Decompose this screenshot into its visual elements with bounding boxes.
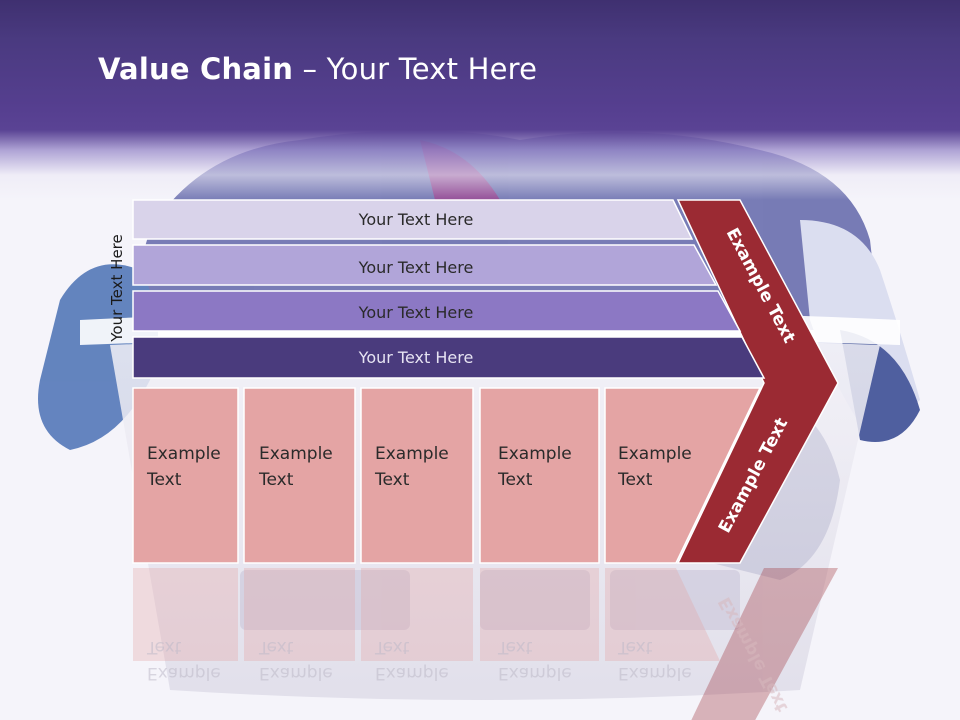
cell-4: Example Text <box>479 387 600 564</box>
cell-4-box <box>479 387 600 564</box>
bar-4-shape <box>132 336 766 379</box>
bar-2: Your Text Here <box>132 244 718 286</box>
chevron-arrow <box>676 199 839 564</box>
bar-3-shape <box>132 290 742 332</box>
cell-2: Example Text <box>243 387 356 564</box>
cell-3-box <box>360 387 474 564</box>
cell-2-box <box>243 387 356 564</box>
title-regular-part: – Your Text Here <box>293 52 538 86</box>
cell-1-box <box>132 387 239 564</box>
cell-4-line1: Example <box>498 444 572 464</box>
bar-3: Your Text Here <box>132 290 742 332</box>
reflection-cell-4-line2: Text <box>497 637 533 657</box>
bar-1-shape <box>132 199 694 240</box>
reflection-cell-5 <box>605 568 720 661</box>
reflection-cell-5-line2: Text <box>617 637 653 657</box>
bar-4-label: Your Text Here <box>358 348 474 367</box>
cell-5-line1: Example <box>618 444 692 464</box>
reflection-cell-2-line2: Text <box>258 637 294 657</box>
bar-1-label: Your Text Here <box>358 210 474 229</box>
reflection-cell-1 <box>133 568 238 661</box>
reflection-cell-3-line2: Text <box>374 637 410 657</box>
reflection-cell-1-line1: Example <box>147 663 221 683</box>
cell-2-line2: Text <box>258 470 294 490</box>
reflection-cell-5-line1: Example <box>618 663 692 683</box>
reflection-cell-3 <box>361 568 473 661</box>
reflection-cell-1-line2: Text <box>146 637 182 657</box>
cell-1-line1: Example <box>147 444 221 464</box>
title-bold-part: Value Chain <box>98 52 294 86</box>
reflection-cell-2 <box>244 568 355 661</box>
bar-2-label: Your Text Here <box>358 258 474 277</box>
cell-5: Example Text <box>604 387 762 564</box>
bar-3-label: Your Text Here <box>358 303 474 322</box>
header-band <box>0 0 960 200</box>
cell-1: Example Text <box>132 387 239 564</box>
reflection-chevron <box>678 568 838 720</box>
cell-3-line2: Text <box>374 470 410 490</box>
diagram-reflection <box>133 568 838 720</box>
reflection-cell-2-line1: Example <box>259 663 333 683</box>
cell-2-line1: Example <box>259 444 333 464</box>
slide-title: Value Chain – Your Text Here <box>98 52 537 86</box>
reflection-cell-4 <box>480 568 599 661</box>
cell-5-line2: Text <box>617 470 653 490</box>
bar-1: Your Text Here <box>132 199 694 240</box>
cell-5-box <box>604 387 762 564</box>
cell-3: Example Text <box>360 387 474 564</box>
bar-4: Your Text Here <box>132 336 766 379</box>
cell-1-line2: Text <box>146 470 182 490</box>
reflection-cell-4-line1: Example <box>498 663 572 683</box>
bar-2-shape <box>132 244 718 286</box>
cell-3-line1: Example <box>375 444 449 464</box>
cell-4-line2: Text <box>497 470 533 490</box>
reflection-cell-3-line1: Example <box>375 663 449 683</box>
